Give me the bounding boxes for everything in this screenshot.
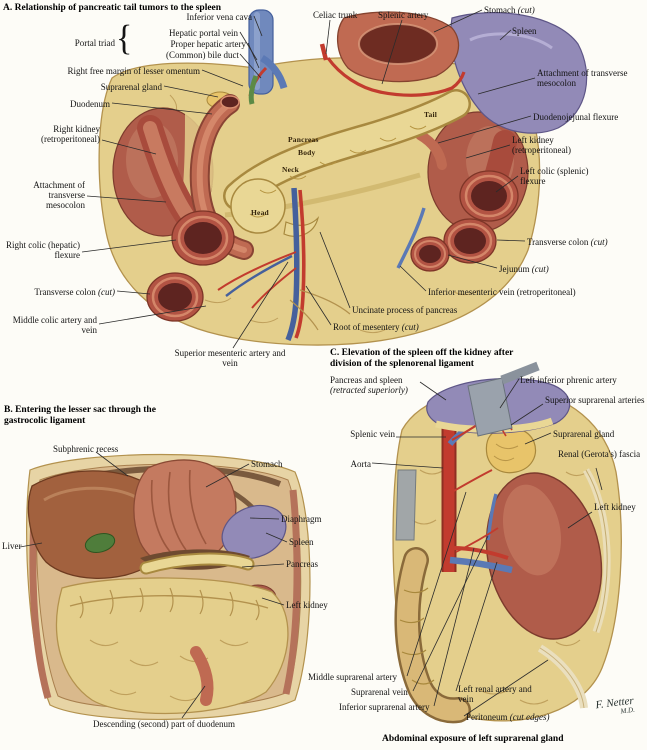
label-right-free-margin: Right free margin of lesser omentum: [67, 66, 200, 76]
label-stomach-b: Stomach: [251, 459, 283, 469]
label-celiac-trunk: Celiac trunk: [313, 10, 358, 20]
label-left-colic-flexure: Left colic (splenic) flexure: [520, 166, 589, 187]
label-left-kidney-a: Left kidney (retroperitoneal): [512, 135, 571, 156]
panel-b-title: B. Entering the lesser sac through the g…: [4, 405, 156, 426]
label-spleen-b: Spleen: [289, 537, 314, 547]
panel-c-caption: Abdominal exposure of left suprarenal gl…: [382, 734, 564, 744]
label-neck-organ: Neck: [282, 165, 300, 174]
label-duodenojejunal-flexure: Duodenojejunal flexure: [533, 112, 619, 122]
label-pancreas-organ: Pancreas: [288, 135, 319, 144]
portal-triad-brace: {: [116, 19, 133, 58]
label-portal-triad: Portal triad: [74, 38, 115, 48]
gallbladder-shape: [84, 532, 116, 554]
label-splenic-vein: Splenic vein: [350, 429, 395, 439]
label-superior-suprarenal: Superior suprarenal arteries: [545, 395, 645, 405]
label-stomach-cut: Stomach (cut): [484, 5, 535, 15]
label-uncinate-process: Uncinate process of pancreas: [352, 305, 458, 315]
label-inferior-mesenteric-vein: Inferior mesenteric vein (retroperitonea…: [428, 287, 576, 297]
leader-lines: [19, 9, 603, 719]
label-attachment-mesocolon-right: Attachment of transverse mesocolon: [537, 68, 628, 89]
label-root-of-mesentery: Root of mesentery (cut): [333, 322, 419, 332]
label-descending-duodenum: Descending (second) part of duodenum: [93, 719, 235, 729]
label-hepatic-portal-vein: Hepatic portal vein: [169, 28, 238, 38]
label-diaphragm: Diaphragm: [281, 514, 322, 524]
label-liver: Liver: [2, 541, 22, 551]
label-right-kidney: Right kidney (retroperitoneal): [41, 124, 100, 145]
label-left-kidney-b: Left kidney: [286, 600, 328, 610]
colon-cut-rings: [146, 170, 519, 322]
panel-c-illustration: [392, 361, 622, 724]
label-tail-organ: Tail: [424, 110, 438, 119]
label-head-organ: Head: [251, 208, 269, 217]
label-aorta: Aorta: [350, 459, 372, 469]
label-transverse-colon-right: Transverse colon (cut): [527, 237, 608, 247]
label-left-renal: Left renal artery and vein: [458, 684, 532, 705]
retractor-shape: [467, 377, 513, 437]
splenic-artery-shape: [326, 57, 466, 97]
label-left-kidney-c: Left kidney: [594, 502, 636, 512]
label-peritoneum: Peritoneum (cut edges): [466, 712, 550, 722]
label-jejunum: Jejunum (cut): [499, 264, 549, 274]
label-duodenum-a: Duodenum: [70, 99, 110, 109]
label-renal-fascia: Renal (Gerota's) fascia: [558, 449, 641, 459]
label-transverse-colon-left: Transverse colon (cut): [34, 287, 115, 297]
label-middle-colic: Middle colic artery and vein: [12, 315, 97, 336]
label-splenic-artery: Splenic artery: [378, 10, 429, 20]
duodenum-shape-b: [190, 646, 214, 706]
label-inferior-vena-cava: Inferior vena cava: [186, 12, 252, 22]
panel-b-illustration: [26, 453, 311, 720]
label-body-organ: Body: [298, 148, 316, 157]
label-left-inferior-phrenic: Left inferior phrenic artery: [520, 375, 617, 385]
label-subphrenic-recess: Subphrenic recess: [53, 444, 119, 454]
panel-c-title: C. Elevation of the spleen off the kidne…: [330, 348, 514, 369]
label-pancreas-b: Pancreas: [286, 559, 318, 569]
label-proper-hepatic-artery: Proper hepatic artery: [170, 39, 246, 49]
label-pancreas-and-spleen: Pancreas and spleen(retracted superiorly…: [330, 375, 408, 396]
panel-a-title: A. Relationship of pancreatic tail tumor…: [3, 3, 222, 13]
label-middle-suprarenal: Middle suprarenal artery: [308, 672, 397, 682]
label-suprarenal-gland-a: Suprarenal gland: [100, 82, 162, 92]
omentum-colon-b: [55, 577, 289, 715]
label-suprarenal-gland-c: Suprarenal gland: [553, 429, 615, 439]
label-inferior-suprarenal: Inferior suprarenal artery: [339, 702, 430, 712]
spleen-shape-a: [450, 12, 588, 134]
label-attachment-mesocolon-left: Attachment of transverse mesocolon: [33, 180, 85, 211]
label-spleen-a: Spleen: [512, 26, 537, 36]
label-right-colic-flexure: Right colic (hepatic) flexure: [6, 240, 80, 261]
label-superior-mesenteric: Superior mesenteric artery and vein: [174, 348, 286, 369]
panel-a-illustration: [98, 9, 588, 346]
suprarenal-gland-shape-c: [485, 427, 537, 474]
label-common-bile-duct: (Common) bile duct: [166, 50, 239, 60]
label-suprarenal-vein: Suprarenal vein: [351, 687, 408, 697]
